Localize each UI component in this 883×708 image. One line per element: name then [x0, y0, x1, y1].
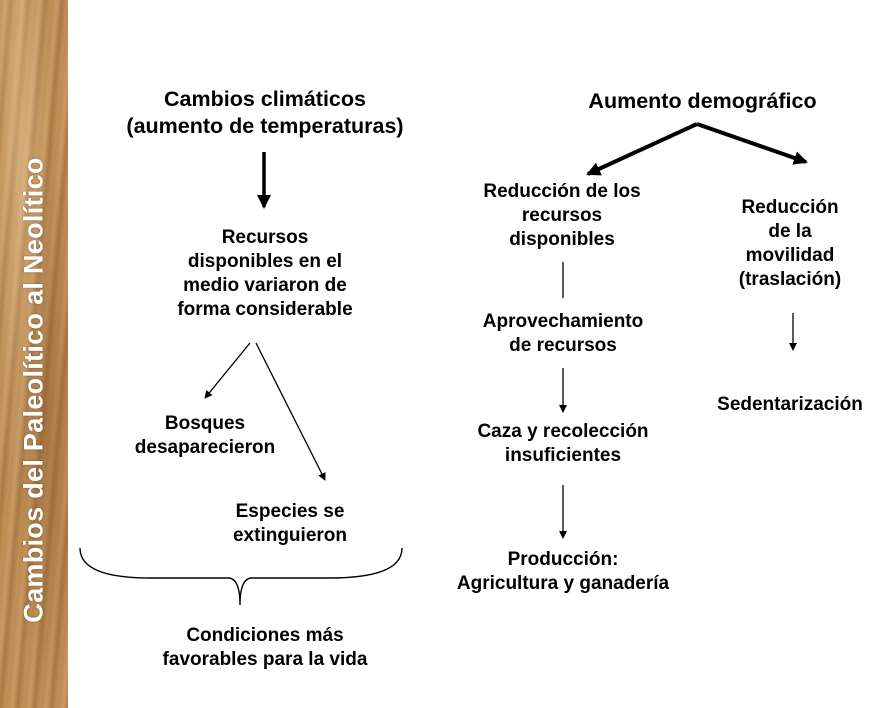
- node-resources-varied: Recursos disponibles en el medio variaro…: [177, 227, 353, 320]
- node-favorable-conditions: Condiciones más favorables para la vida: [162, 625, 368, 670]
- node-climate-change: Cambios climáticos (aumento de temperatu…: [126, 87, 404, 139]
- node-reduction-resources: Reducción de los recursos disponibles: [483, 181, 641, 250]
- node-species-extinct: Especies se extinguieron: [232, 501, 347, 546]
- node-demographic-increase: Aumento demográfico: [588, 89, 817, 113]
- sidebar-banner: Cambios del Paleolítico al Neolítico: [0, 0, 68, 708]
- arrow-demographic-to-reduction-resources: [586, 122, 698, 176]
- node-sedentarization: Sedentarización: [717, 394, 863, 415]
- node-reduction-mobility: Reducción de la movilidad (traslación): [738, 197, 842, 290]
- node-production: Producción: Agricultura y ganadería: [456, 549, 670, 594]
- curly-brace: [79, 547, 403, 606]
- arrow-demographic-to-reduction-mobility: [696, 122, 808, 165]
- node-forests-disappeared: Bosques desaparecieron: [134, 413, 276, 458]
- arrow-resources-to-species: [255, 342, 326, 481]
- node-use-of-resources: Aprovechamiento de recursos: [482, 311, 644, 356]
- node-hunting-insufficient: Caza y recolección insuficientes: [477, 421, 649, 466]
- arrow-resources-to-forests: [204, 342, 251, 399]
